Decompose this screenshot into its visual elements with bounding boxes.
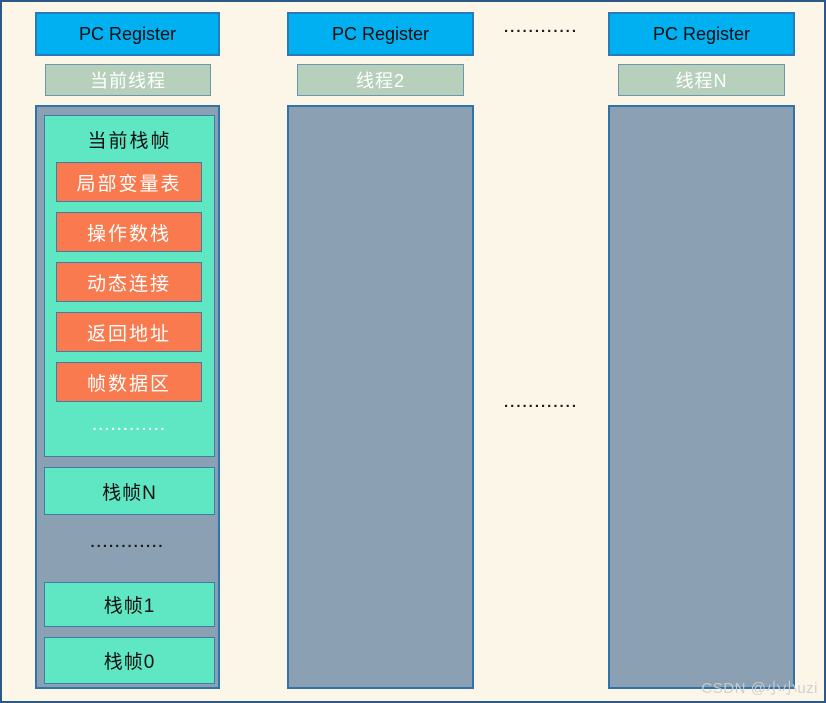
threads-ellipsis-dots-top: ............ xyxy=(503,19,578,36)
frame-part-operand-stack: 操作数栈 xyxy=(56,212,202,252)
stack-frames-ellipsis-dots: ............ xyxy=(90,534,165,551)
pc-register-current-thread: PC Register xyxy=(35,12,220,56)
jvm-stack-thread-n xyxy=(608,105,795,689)
frame-part-local-variable-table: 局部变量表 xyxy=(56,162,202,202)
threads-ellipsis-dots-middle: ............ xyxy=(503,394,578,411)
stack-frame-n: 栈帧N xyxy=(44,467,215,515)
pc-register-thread-2: PC Register xyxy=(287,12,474,56)
csdn-watermark: CSDN @小小uzi xyxy=(701,680,818,697)
jvm-stack-thread-2 xyxy=(287,105,474,689)
current-frame-ellipsis-dots: ............ xyxy=(92,417,167,434)
stack-frame-0: 栈帧0 xyxy=(44,637,215,684)
stack-frame-1: 栈帧1 xyxy=(44,582,215,627)
thread-label-current: 当前线程 xyxy=(45,64,211,96)
current-stack-frame: 当前栈帧 局部变量表 操作数栈 动态连接 返回地址 帧数据区 .........… xyxy=(44,115,215,457)
thread-label-thread-n: 线程N xyxy=(618,64,785,96)
frame-part-frame-data-area: 帧数据区 xyxy=(56,362,202,402)
current-frame-title: 当前栈帧 xyxy=(87,131,172,152)
jvm-stack-current-thread: 当前栈帧 局部变量表 操作数栈 动态连接 返回地址 帧数据区 .........… xyxy=(35,105,220,689)
frame-part-dynamic-linking: 动态连接 xyxy=(56,262,202,302)
frame-part-return-address: 返回地址 xyxy=(56,312,202,352)
thread-label-thread-2: 线程2 xyxy=(297,64,464,96)
pc-register-thread-n: PC Register xyxy=(608,12,795,56)
